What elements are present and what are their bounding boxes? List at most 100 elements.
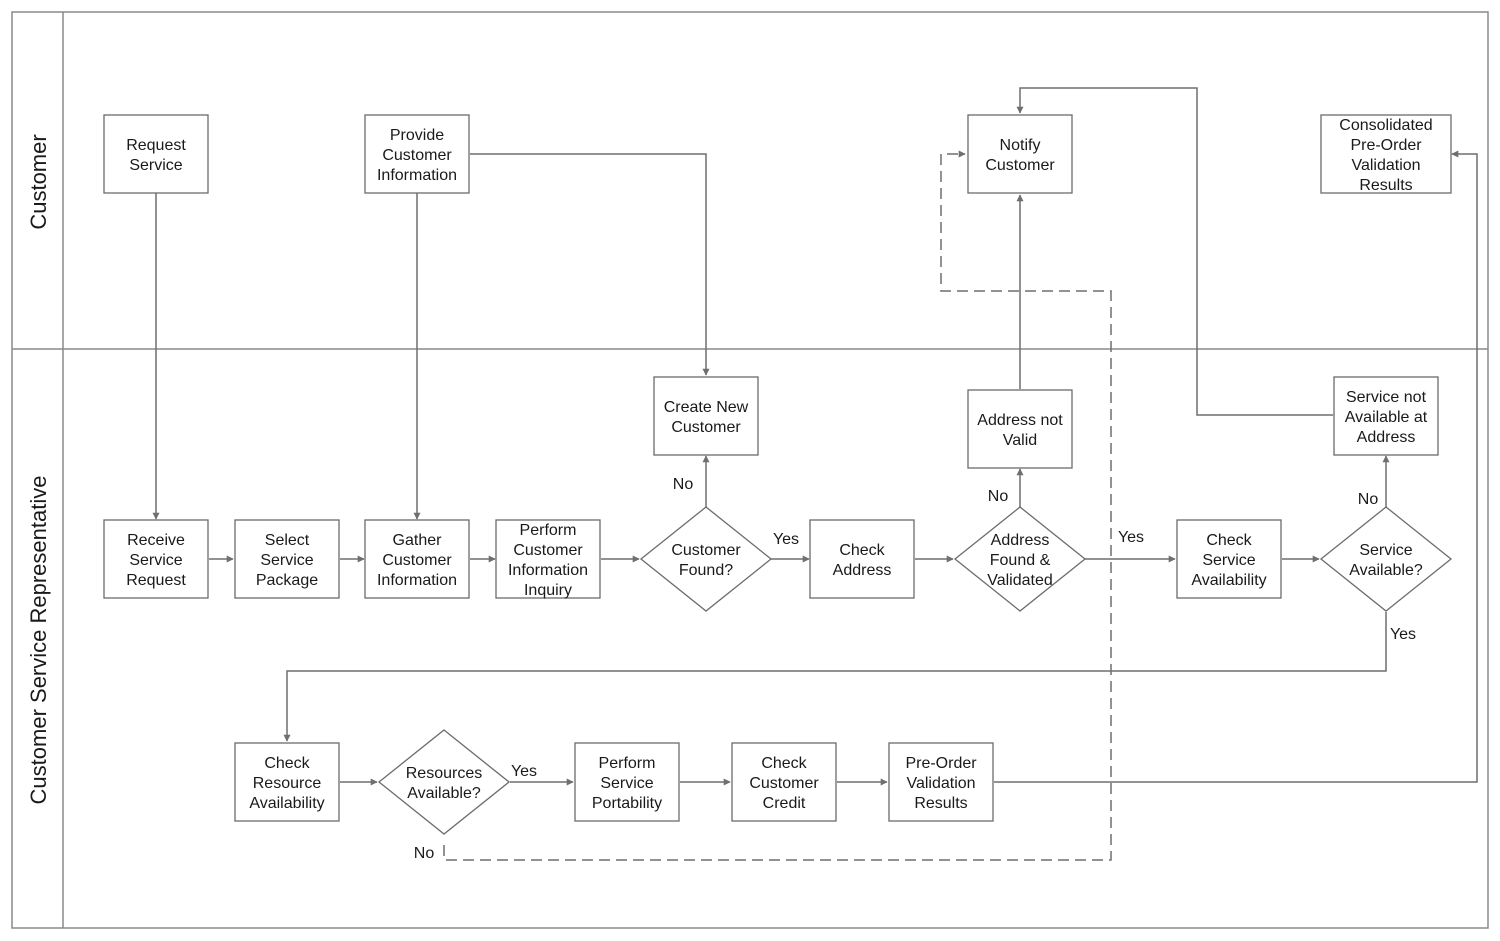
process-box [574, 742, 680, 822]
node-label-line: Service not [1346, 389, 1427, 406]
node-label-line: Check [761, 755, 807, 772]
process-box [967, 389, 1073, 469]
node-label-line: Consolidated [1339, 117, 1432, 134]
edge-service-available-to-resource [283, 612, 1387, 742]
node-label-line: Customer [671, 419, 741, 436]
process-box [103, 114, 209, 194]
node-label-line: Package [256, 572, 318, 589]
node-label-line: Available at [1345, 409, 1428, 426]
node-label-line: Results [1359, 177, 1412, 194]
node-label-line: Validation [906, 775, 975, 792]
node-label-line: Found? [679, 562, 733, 579]
process-box [809, 519, 915, 599]
node-label-line: Availability [249, 795, 324, 812]
edge-preorder-to-consolidated [994, 150, 1478, 783]
edge-label-yes: Yes [773, 531, 799, 548]
node-label-line: Service [600, 775, 653, 792]
edge-label-yes: Yes [511, 763, 537, 780]
process-box [495, 519, 601, 599]
edge-label-yes: Yes [1118, 529, 1144, 546]
nodes: RequestServiceProvideCustomerInformation… [103, 114, 1453, 835]
process-box [653, 376, 759, 456]
process-box [1333, 376, 1439, 456]
process-box [103, 519, 209, 599]
node-label-line: Available? [407, 785, 481, 802]
node-label-line: Customer [985, 157, 1055, 174]
node-label-line: Customer [382, 552, 452, 569]
node-label-line: Receive [127, 532, 185, 549]
node-label-line: Check [1206, 532, 1252, 549]
node-label-line: Resources [406, 765, 482, 782]
node-label-line: Address [1357, 429, 1416, 446]
node-label-line: Customer [513, 542, 583, 559]
edge-label-no: No [988, 488, 1009, 505]
decision-diamond [1319, 506, 1453, 612]
lane-frame [11, 11, 1489, 929]
node-label-line: Request [126, 137, 186, 154]
process-box [364, 114, 470, 194]
node-label-line: Perform [520, 522, 577, 539]
process-box [967, 114, 1073, 194]
node-label-line: Service [260, 552, 313, 569]
process-box [888, 742, 994, 822]
decision-diamond [639, 506, 773, 612]
process-box [731, 742, 837, 822]
edge-labels: No Yes No Yes No Yes Yes No [414, 476, 1416, 862]
node-label-line: Information [377, 167, 457, 184]
node-label-line: Address not [977, 412, 1063, 429]
node-label-line: Credit [763, 795, 806, 812]
node-label-line: Select [265, 532, 310, 549]
node-label-line: Provide [390, 127, 444, 144]
pool-border [11, 11, 1489, 929]
process-box [1320, 114, 1452, 194]
node-label-line: Portability [592, 795, 662, 812]
node-label-line: Customer [749, 775, 819, 792]
edges [152, 87, 1478, 861]
process-box [364, 519, 470, 599]
edge-label-no: No [414, 845, 435, 862]
node-label-line: Availability [1191, 572, 1266, 589]
node-label-line: Request [126, 572, 186, 589]
node-label-line: Check [264, 755, 310, 772]
edge-label-no: No [673, 476, 694, 493]
edge-label-no: No [1358, 491, 1379, 508]
node-label-line: Pre-Order [905, 755, 977, 772]
node-label-line: Notify [1000, 137, 1041, 154]
node-label-line: Check [839, 542, 885, 559]
lane-title-csr: Customer Service Representative [26, 476, 51, 805]
decision-diamond [953, 506, 1087, 612]
node-label-line: Customer [671, 542, 741, 559]
node-label-line: Results [914, 795, 967, 812]
node-label-line: Validation [1351, 157, 1420, 174]
node-label-line: Service [129, 157, 182, 174]
node-label-line: Create New [664, 399, 749, 416]
node-label-line: Address [991, 532, 1050, 549]
node-label-line: Service [1202, 552, 1255, 569]
node-label-line: Service [129, 552, 182, 569]
node-label-line: Gather [393, 532, 443, 549]
process-box [234, 742, 340, 822]
edge-label-yes: Yes [1390, 626, 1416, 643]
node-label-line: Inquiry [524, 582, 572, 599]
node-label-line: Available? [1349, 562, 1423, 579]
